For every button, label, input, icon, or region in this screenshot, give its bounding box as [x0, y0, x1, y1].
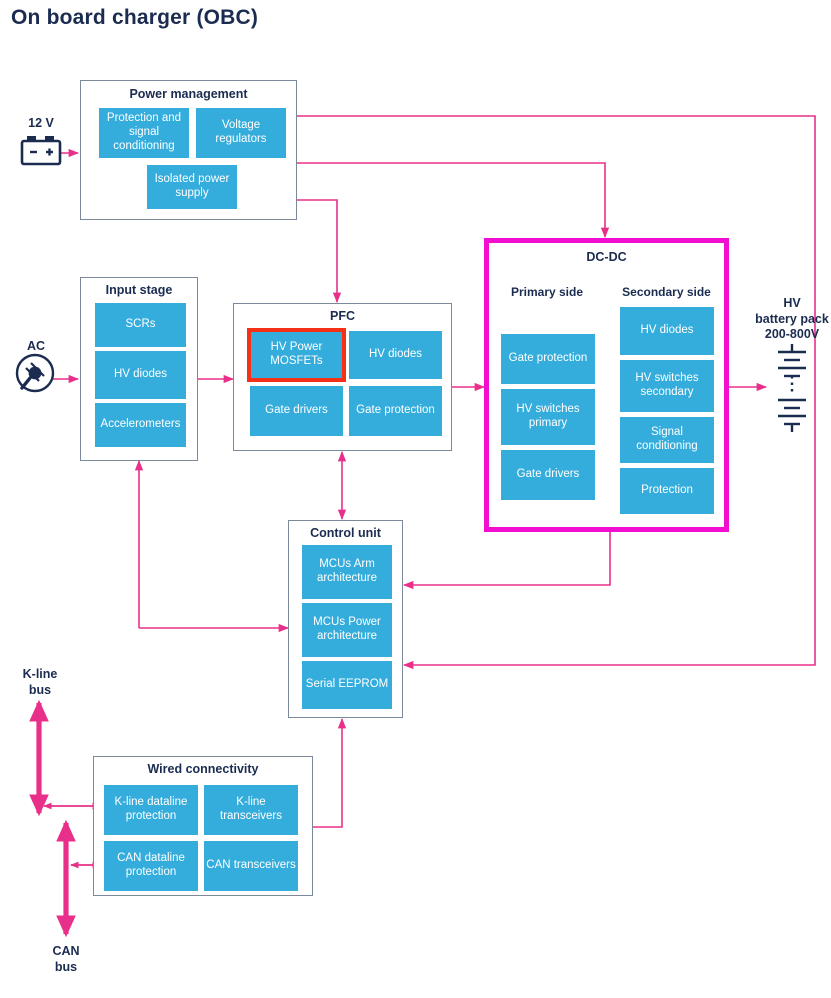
block-can-dataline-protection[interactable]: CAN dataline protection	[104, 841, 198, 891]
ac-label: AC	[26, 339, 46, 353]
can-bus-label: CAN bus	[32, 944, 100, 975]
can-bus-label-line1: CAN	[52, 944, 80, 958]
hv-battery-label-line1: HV	[783, 296, 801, 310]
wire-wired-connectivity-to-control-unit	[313, 717, 347, 828]
block-can-transceivers[interactable]: CAN transceivers	[204, 841, 298, 891]
hv-battery-label-line3: 200-800V	[764, 327, 820, 342]
kline-bus-label-line1: K-line	[22, 667, 58, 681]
wire-pm-top-to-control-unit	[297, 115, 816, 670]
group-title-pfc: PFC	[330, 309, 355, 323]
block-serial-eeprom[interactable]: Serial EEPROM	[302, 661, 392, 709]
ac-plug-icon	[15, 353, 55, 393]
block-gate-protection-pfc[interactable]: Gate protection	[349, 386, 442, 436]
group-power-management[interactable]: Power management Protection and signal c…	[80, 80, 297, 220]
block-protection-secondary[interactable]: Protection	[620, 468, 714, 514]
block-gate-drivers-primary[interactable]: Gate drivers	[501, 450, 595, 500]
kline-bus-label-line2: bus	[28, 682, 52, 697]
hv-battery-pack-label: HV battery pack 200-800V	[742, 296, 831, 343]
group-title-power-management: Power management	[129, 87, 248, 101]
wire-pm-bottom-to-pfc	[297, 199, 342, 304]
group-pfc[interactable]: PFC HV Power MOSFETs HV diodes Gate driv…	[233, 303, 452, 451]
block-mcus-power-architecture[interactable]: MCUs Power architecture	[302, 603, 392, 657]
block-hv-switches-secondary[interactable]: HV switches secondary	[620, 360, 714, 412]
hv-battery-label-line2: battery pack	[755, 311, 829, 326]
group-title-wired-connectivity: Wired connectivity	[147, 762, 259, 776]
group-dcdc[interactable]: DC-DC Primary side Secondary side Gate p…	[484, 238, 729, 532]
wire-dcdc-to-control-unit	[402, 532, 611, 590]
block-hv-power-mosfets[interactable]: HV Power MOSFETs	[247, 328, 346, 382]
block-isolated-power-supply[interactable]: Isolated power supply	[147, 165, 237, 209]
block-accelerometers[interactable]: Accelerometers	[95, 403, 186, 447]
block-kline-transceivers[interactable]: K-line transceivers	[204, 785, 298, 835]
block-signal-conditioning-secondary[interactable]: Signal conditioning	[620, 417, 714, 463]
battery-12v-label: 12 V	[28, 116, 54, 130]
block-protection-and-signal-conditioning[interactable]: Protection and signal conditioning	[99, 108, 189, 158]
block-hv-diodes-input[interactable]: HV diodes	[95, 351, 186, 399]
group-input-stage[interactable]: Input stage SCRs HV diodes Accelerometer…	[80, 277, 198, 461]
group-title-control-unit: Control unit	[310, 526, 381, 540]
block-voltage-regulators[interactable]: Voltage regulators	[196, 108, 286, 158]
block-hv-diodes-pfc[interactable]: HV diodes	[349, 331, 442, 379]
hv-battery-stack-icon	[778, 344, 806, 432]
group-title-input-stage: Input stage	[105, 283, 173, 297]
wire-pm-mid-to-dcdc	[297, 162, 610, 239]
battery-12v-icon	[20, 136, 62, 166]
group-title-dcdc: DC-DC	[586, 250, 627, 264]
block-hv-switches-primary[interactable]: HV switches primary	[501, 389, 595, 445]
group-wired-connectivity[interactable]: Wired connectivity K-line dataline prote…	[93, 756, 313, 896]
page-title: On board charger (OBC)	[11, 6, 259, 29]
block-gate-protection-primary[interactable]: Gate protection	[501, 334, 595, 384]
block-mcus-arm-architecture[interactable]: MCUs Arm architecture	[302, 545, 392, 599]
can-bus-label-line2: bus	[54, 959, 78, 974]
subtitle-primary-side: Primary side	[510, 285, 584, 299]
block-scrs[interactable]: SCRs	[95, 303, 186, 347]
block-gate-drivers-pfc[interactable]: Gate drivers	[250, 386, 343, 436]
subtitle-secondary-side: Secondary side	[622, 285, 711, 299]
kline-bus-label: K-line bus	[6, 667, 74, 698]
block-kline-dataline-protection[interactable]: K-line dataline protection	[104, 785, 198, 835]
block-hv-diodes-secondary[interactable]: HV diodes	[620, 307, 714, 355]
group-control-unit[interactable]: Control unit MCUs Arm architecture MCUs …	[288, 520, 403, 718]
